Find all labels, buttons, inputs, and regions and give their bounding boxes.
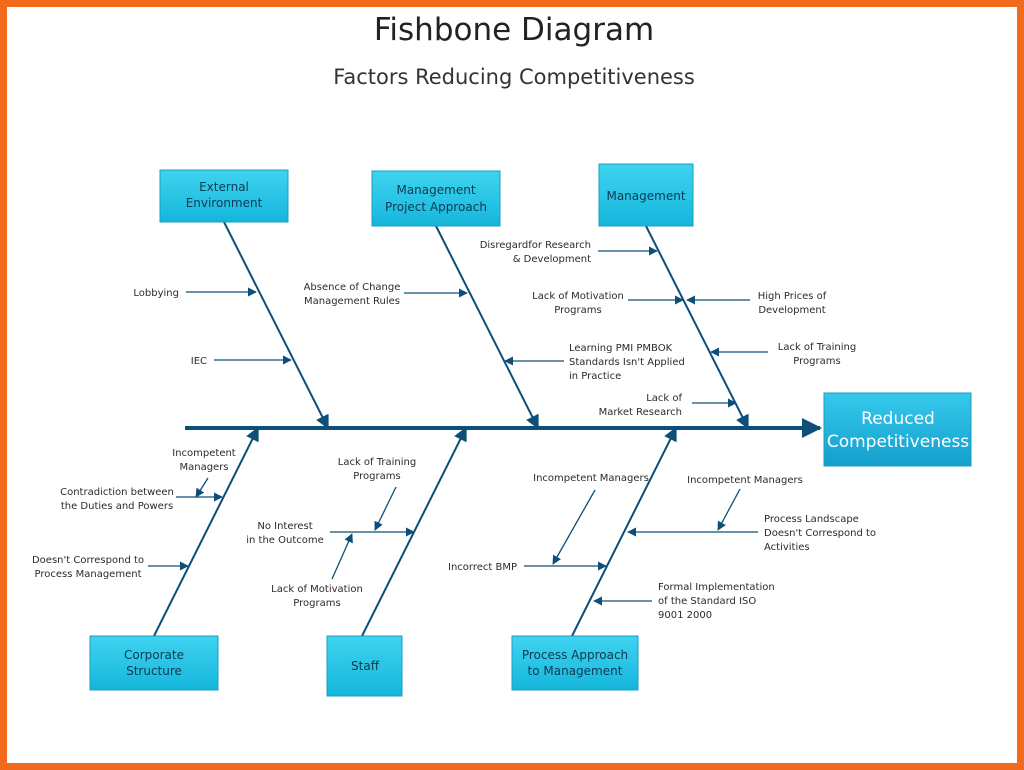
arrow-incompetent-managers-left xyxy=(195,477,209,498)
cause-doesnt-correspond: Doesn't Correspond to Process Management xyxy=(32,555,144,580)
label-line: Process Landscape xyxy=(764,514,859,525)
label-line: Development xyxy=(758,305,825,316)
cause-incompetent-managers-right: Incompetent Managers xyxy=(687,475,803,486)
bone-corporate-structure xyxy=(153,426,259,637)
label-line: in the Outcome xyxy=(246,535,324,546)
cause-lack-market-research: Lack of Market Research xyxy=(599,393,683,418)
label-line: Structure xyxy=(126,664,182,678)
page-title: Fishbone Diagram xyxy=(374,12,654,48)
label-line: Incorrect BMP xyxy=(448,562,517,573)
label-line: Doesn't Correspond to xyxy=(32,555,144,566)
label-line: Market Research xyxy=(599,407,682,418)
label-line: Lack of Training xyxy=(338,457,416,468)
label-line: Programs xyxy=(554,305,601,316)
label-line: of the Standard ISO xyxy=(658,596,756,607)
label-line: IEC xyxy=(191,356,207,367)
category-staff: Staff xyxy=(326,635,403,697)
label-line: Lack of Training xyxy=(778,342,856,353)
category-management: Management xyxy=(598,163,694,227)
label-line: Staff xyxy=(351,659,380,673)
label-line: Process Management xyxy=(35,569,142,580)
cause-incorrect-bmp: Incorrect BMP xyxy=(448,562,517,573)
label-line: & Development xyxy=(513,254,591,265)
label-line: Lack of Motivation xyxy=(532,291,624,302)
cause-no-interest: No Interest in the Outcome xyxy=(246,521,324,546)
svg-text:Staff: Staff xyxy=(351,659,380,673)
label-line: High Prices of xyxy=(758,291,827,302)
arrow-lack-training-staff xyxy=(374,486,397,531)
label-line: Programs xyxy=(353,471,400,482)
label-line: Competitiveness xyxy=(827,432,969,452)
label-line: in Practice xyxy=(569,371,621,382)
label-line: No Interest xyxy=(257,521,312,532)
cause-formal-implementation: Formal Implementation of the Standard ISO… xyxy=(658,582,775,621)
category-process-approach: Process Approach to Management xyxy=(511,635,639,691)
label-line: Programs xyxy=(793,356,840,367)
label-line: Reduced xyxy=(861,409,935,429)
label-line: Incompetent Managers xyxy=(687,475,803,486)
arrow-incompetent-managers-mid xyxy=(552,489,596,565)
label-line: Project Approach xyxy=(385,200,487,214)
label-line: Contradiction between xyxy=(60,487,174,498)
arrow-lack-motivation-staff xyxy=(331,533,353,580)
bone-management xyxy=(645,225,749,430)
label-line: to Management xyxy=(528,664,623,678)
cause-lobbying: Lobbying xyxy=(133,288,179,299)
label-line: Process Approach xyxy=(522,648,628,662)
label-line: Lobbying xyxy=(133,288,179,299)
label-line: Corporate xyxy=(124,648,184,662)
bone-external-environment xyxy=(223,221,329,430)
label-line: Incompetent Managers xyxy=(533,473,649,484)
cause-high-prices: High Prices of Development xyxy=(758,291,827,316)
svg-text:Management: Management xyxy=(606,189,685,203)
label-line: Management xyxy=(606,189,685,203)
label-line: Management Rules xyxy=(304,296,400,307)
cause-iec: IEC xyxy=(191,356,207,367)
label-line: Managers xyxy=(179,462,228,473)
label-line: Formal Implementation xyxy=(658,582,775,593)
label-line: External xyxy=(199,180,249,194)
cause-incompetent-managers-mid: Incompetent Managers xyxy=(533,473,649,484)
label-line: Absence of Change xyxy=(304,282,401,293)
cause-disregard-research: Disregardfor Research & Development xyxy=(480,240,591,265)
arrow-incompetent-managers-right xyxy=(717,488,741,531)
label-line: Lack of Motivation xyxy=(271,584,363,595)
label-line: Doesn't Correspond to xyxy=(764,528,876,539)
label-line: Learning PMI PMBOK xyxy=(569,343,673,354)
bone-process-approach xyxy=(571,426,677,637)
cause-learning-pmi: Learning PMI PMBOK Standards Isn't Applie… xyxy=(569,343,685,382)
page-subtitle: Factors Reducing Competitiveness xyxy=(333,65,695,89)
cause-contradiction: Contradiction between the Duties and Powe… xyxy=(60,487,174,512)
label-line: the Duties and Powers xyxy=(61,501,173,512)
label-line: Management xyxy=(396,183,475,197)
label-line: Disregardfor Research xyxy=(480,240,591,251)
label-line: Incompetent xyxy=(172,448,236,459)
label-line: Lack of xyxy=(646,393,682,404)
label-line: Standards Isn't Applied xyxy=(569,357,685,368)
bone-management-project-approach xyxy=(435,225,539,430)
label-line: Activities xyxy=(764,542,810,553)
label-line: Environment xyxy=(186,196,263,210)
label-line: Programs xyxy=(293,598,340,609)
label-line: 9001 2000 xyxy=(658,610,712,621)
